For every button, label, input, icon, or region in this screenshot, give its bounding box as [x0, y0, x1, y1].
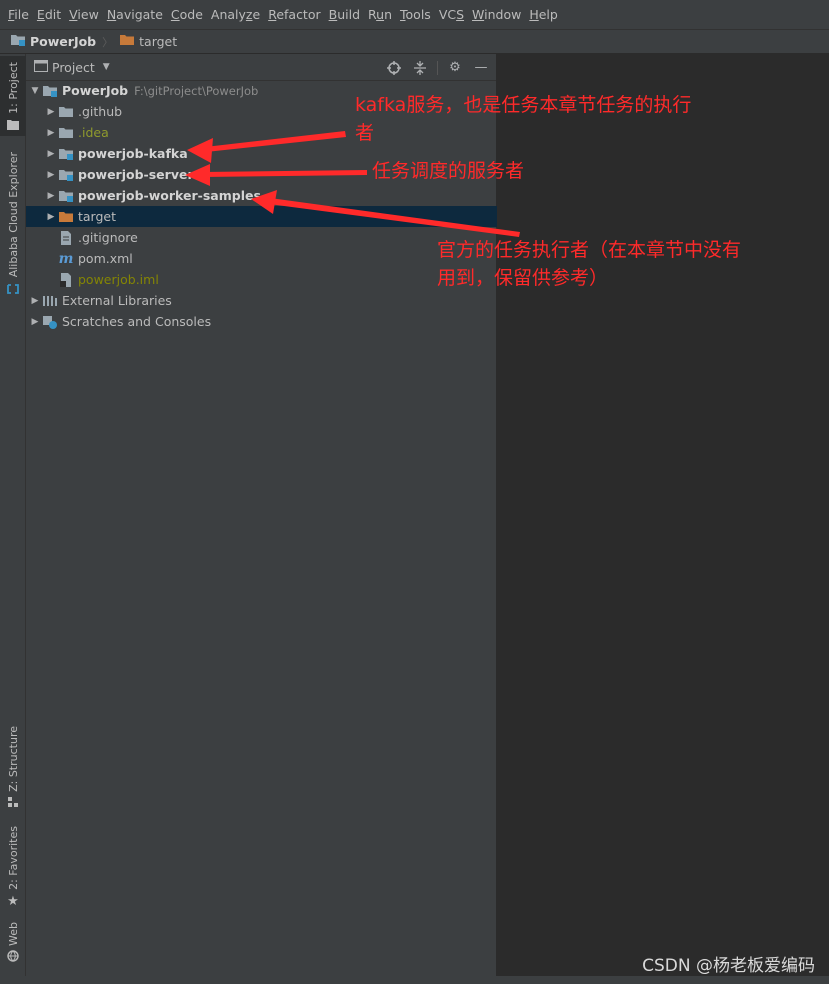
maven-icon: m: [58, 250, 74, 267]
tab-alibaba-cloud-explorer[interactable]: Alibaba Cloud Explorer: [0, 152, 26, 302]
menu-bar: File Edit View Navigate Code Analyze Ref…: [0, 0, 829, 29]
collapsed-arrow-icon[interactable]: ▶: [47, 106, 55, 117]
module-file-icon: [58, 272, 74, 287]
module-folder-icon: [10, 33, 26, 50]
project-view-selector[interactable]: Project: [52, 59, 95, 75]
collapsed-arrow-icon[interactable]: ▶: [31, 316, 39, 327]
collapsed-arrow-icon[interactable]: ▶: [47, 211, 55, 222]
folder-icon: [58, 105, 74, 119]
module-folder-icon: [42, 84, 58, 98]
editor-area: [498, 54, 829, 976]
menu-tools[interactable]: Tools: [400, 7, 431, 22]
locate-icon[interactable]: [385, 59, 403, 77]
structure-icon: [7, 796, 19, 811]
scratches-icon: [42, 315, 58, 329]
tab-structure[interactable]: Z: Structure: [0, 726, 26, 808]
text-file-icon: [58, 230, 74, 245]
tree-item-github[interactable]: ▶ .github: [26, 101, 497, 122]
tree-item-powerjob-kafka[interactable]: ▶ powerjob-kafka: [26, 143, 497, 164]
folder-icon: [119, 33, 135, 50]
annotation-server: 任务调度的服务者: [372, 160, 525, 182]
watermark: CSDN @杨老板爱编码: [642, 956, 815, 976]
menu-window[interactable]: Window: [472, 7, 522, 22]
annotation-worker-samples: 官方的任务执行者（在本章节中没有 用到，保留供参考）: [437, 239, 742, 289]
project-panel: Project ▼ ⚙ — ▼ PowerJob F:\gitProject\P…: [26, 54, 497, 976]
tree-item-powerjob-worker-samples[interactable]: ▶ powerjob-worker-samples: [26, 185, 497, 206]
folder-icon: [58, 126, 74, 140]
collapsed-arrow-icon[interactable]: ▶: [47, 169, 55, 180]
alibaba-cloud-icon: [7, 283, 19, 297]
project-view-icon: [34, 59, 48, 75]
breadcrumb-project[interactable]: PowerJob: [10, 33, 96, 50]
tree-item-powerjob-iml[interactable]: powerjob.iml: [26, 269, 497, 290]
tree-item-pom-xml[interactable]: m pom.xml: [58, 250, 133, 267]
tree-item-scratches[interactable]: ▶ Scratches and Consoles: [26, 311, 497, 332]
menu-refactor[interactable]: Refactor: [268, 7, 321, 22]
menu-build[interactable]: Build: [328, 7, 361, 22]
star-icon: ★: [7, 893, 19, 909]
navigation-bar: PowerJob 〉 target: [0, 29, 829, 54]
libraries-icon: [42, 294, 58, 308]
menu-vcs[interactable]: VCS: [438, 7, 465, 22]
module-folder-icon: [58, 147, 74, 161]
menu-code[interactable]: Code: [170, 7, 203, 22]
folder-icon: [58, 210, 74, 224]
collapsed-arrow-icon[interactable]: ▶: [47, 190, 55, 201]
project-panel-header: Project ▼ ⚙ —: [26, 54, 496, 81]
module-folder-icon: [58, 189, 74, 203]
menu-file[interactable]: File: [8, 7, 29, 22]
globe-icon: [7, 950, 19, 965]
bottom-tool-strip: [0, 976, 829, 984]
annotation-kafka: kafka服务，也是任务本章节任务的执行 者: [355, 94, 692, 144]
collapsed-arrow-icon[interactable]: ▶: [47, 148, 55, 159]
gear-icon[interactable]: ⚙: [449, 60, 461, 75]
minimize-icon[interactable]: —: [474, 60, 488, 75]
folder-icon: [7, 119, 19, 133]
tab-project[interactable]: 1: Project: [0, 56, 26, 136]
breadcrumb-separator: 〉: [102, 35, 114, 49]
tree-item-powerjob-server[interactable]: ▶ powerjob-server: [26, 164, 497, 185]
menu-view[interactable]: View: [69, 7, 99, 22]
tab-favorites[interactable]: 2: Favorites ★: [6, 826, 20, 909]
chevron-down-icon[interactable]: ▼: [102, 62, 110, 72]
toolbar-divider: [437, 60, 438, 75]
tab-web[interactable]: Web: [0, 922, 26, 968]
menu-navigate[interactable]: Navigate: [106, 7, 163, 22]
tree-item-external-libraries[interactable]: ▶ External Libraries: [26, 290, 497, 311]
collapsed-arrow-icon[interactable]: ▶: [31, 295, 39, 306]
tree-item-gitignore[interactable]: .gitignore: [26, 227, 497, 248]
tree-item-target[interactable]: ▶ target: [26, 206, 497, 227]
menu-analyze[interactable]: Analyze: [210, 7, 261, 22]
menu-edit[interactable]: Edit: [36, 7, 62, 22]
menu-help[interactable]: Help: [529, 7, 558, 22]
menu-run[interactable]: Run: [368, 7, 393, 22]
left-tool-strip: 1: Project Alibaba Cloud Explorer Z: Str…: [0, 54, 26, 976]
collapse-all-icon[interactable]: [411, 59, 429, 77]
breadcrumb-target[interactable]: target: [119, 33, 177, 50]
tree-item-root[interactable]: ▼ PowerJob F:\gitProject\PowerJob: [26, 80, 497, 101]
collapsed-arrow-icon[interactable]: ▶: [47, 127, 55, 138]
module-folder-icon: [58, 168, 74, 182]
expanded-arrow-icon[interactable]: ▼: [31, 85, 39, 96]
tree-item-idea[interactable]: ▶ .idea: [26, 122, 497, 143]
